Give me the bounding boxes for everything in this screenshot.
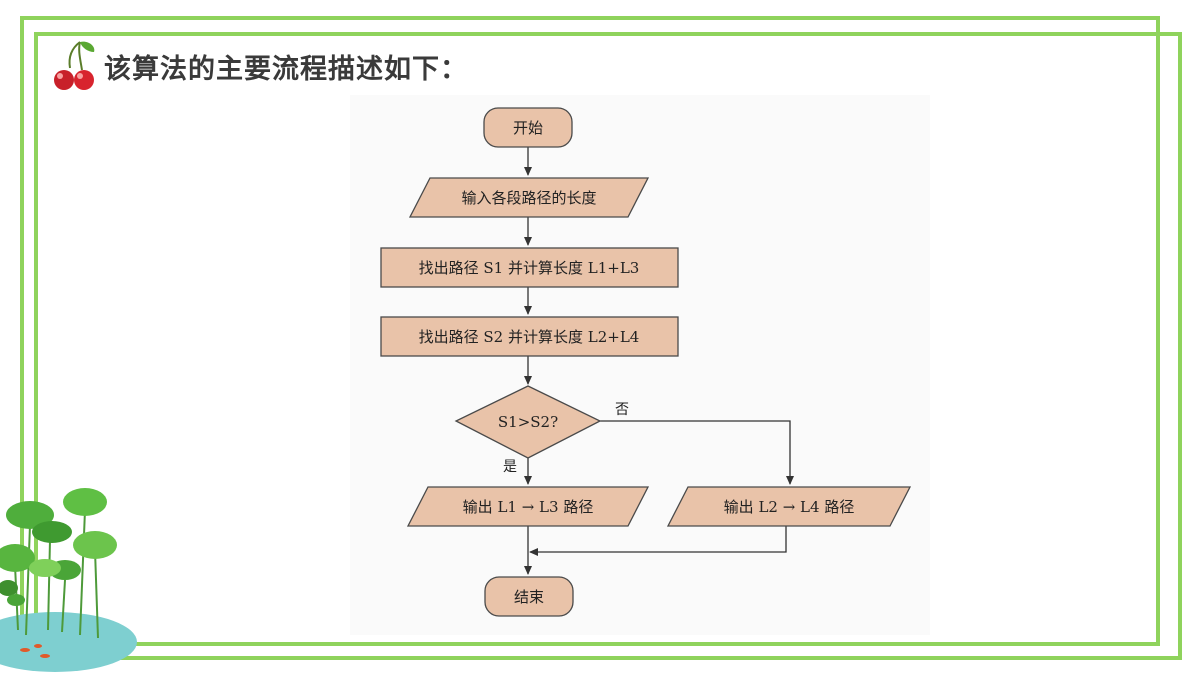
connector-no-merge [529,526,787,556]
no-branch-label: 否 [615,402,629,418]
input-label: 输入各段路径的长度 [461,189,596,207]
start-label: 开始 [513,119,543,137]
yes-branch-label: 是 [503,459,517,475]
decision-label: S1>S2? [498,413,558,431]
cherry-icon [54,41,95,90]
slide-header: 该算法的主要流程描述如下： [46,38,468,94]
step1-label: 找出路径 S1 并计算长度 L1+L3 [419,259,640,277]
output-yes-label: 输出 L1 → L3 路径 [463,498,594,516]
output-no-node [666,486,912,527]
step1-node [380,247,679,288]
step2-node [380,316,679,357]
slide-frame-outer [20,16,1160,646]
connector-decision-no [600,420,794,485]
output-no-label: 输出 L2 → L4 路径 [724,498,855,516]
lotus-pond-decoration [0,488,137,672]
step2-label: 找出路径 S2 并计算长度 L2+L4 [419,328,640,346]
slide-title: 该算法的主要流程描述如下： [104,53,468,85]
end-node [484,576,574,617]
slide-frame-inner [34,32,1182,660]
output-yes-node [406,486,650,527]
start-node [483,107,573,148]
end-label: 结束 [514,588,544,606]
decision-node [454,385,602,459]
input-node [408,177,650,218]
